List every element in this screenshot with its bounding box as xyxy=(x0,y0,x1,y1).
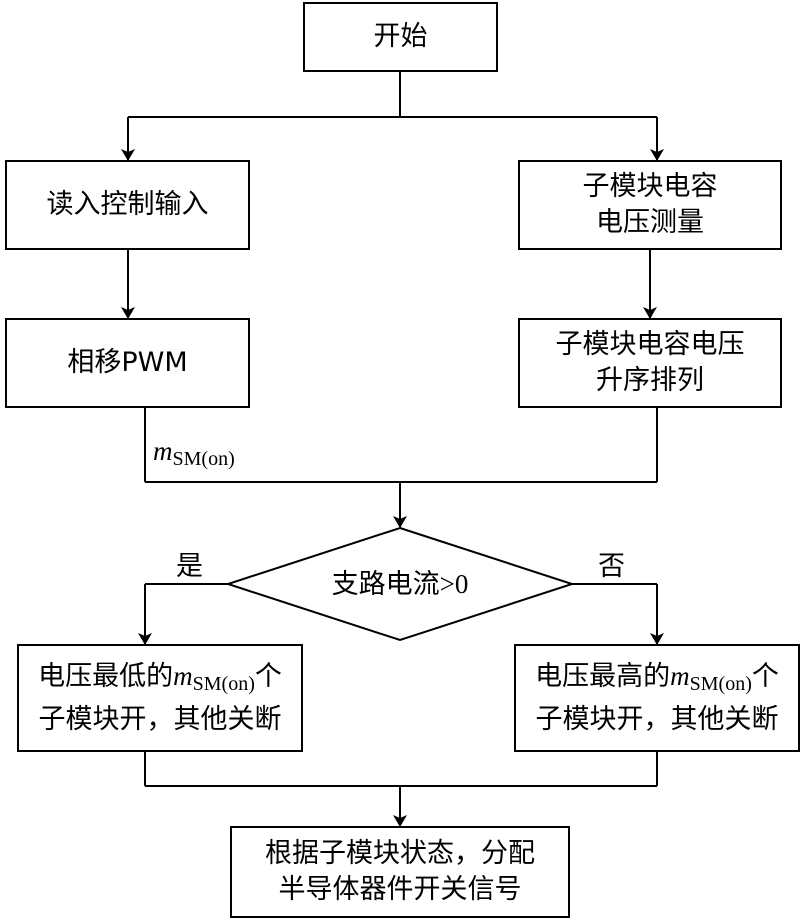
final-label-line1: 根据子模块状态，分配 xyxy=(265,838,535,869)
decision-operator: >0 xyxy=(439,569,469,599)
measure-node: 子模块电容 电压测量 xyxy=(518,160,782,250)
high-variable-subscript: SM(on) xyxy=(689,673,752,695)
lowest-voltage-node: 电压最低的mSM(on)个 子模块开，其他关断 xyxy=(17,644,303,752)
final-label-line2: 半导体器件开关信号 xyxy=(278,874,522,905)
decision-diamond xyxy=(224,526,576,642)
high-variable-symbol: m xyxy=(670,661,690,691)
msm-variable-label: mSM(on) xyxy=(153,436,235,471)
sort-label-line1: 子模块电容电压 xyxy=(555,329,745,360)
low-prefix: 电压最低的 xyxy=(38,661,174,692)
start-label: 开始 xyxy=(373,21,428,52)
decision-label: 支路电流>0 xyxy=(300,569,500,600)
high-prefix: 电压最高的 xyxy=(535,661,671,692)
decision-text: 支路电流 xyxy=(331,569,440,600)
low-variable-subscript: SM(on) xyxy=(192,673,255,695)
read-input-node: 读入控制输入 xyxy=(5,160,250,250)
low-suffix: 个 xyxy=(254,661,282,692)
low-line2: 子模块开，其他关断 xyxy=(38,704,282,735)
measure-label-line2: 电压测量 xyxy=(596,207,704,238)
pwm-node: 相移PWM xyxy=(5,318,250,408)
no-label: 否 xyxy=(598,551,625,582)
final-node: 根据子模块状态，分配 半导体器件开关信号 xyxy=(230,826,570,918)
highest-voltage-node: 电压最高的mSM(on)个 子模块开，其他关断 xyxy=(514,644,800,752)
sort-node: 子模块电容电压 升序排列 xyxy=(518,318,782,408)
variable-subscript: SM(on) xyxy=(172,448,235,470)
start-node: 开始 xyxy=(303,2,498,72)
low-variable-symbol: m xyxy=(173,661,193,691)
high-line2: 子模块开，其他关断 xyxy=(535,704,779,735)
low-line1: 电压最低的mSM(on)个 xyxy=(38,658,282,702)
measure-label-line1: 子模块电容 xyxy=(582,171,718,202)
high-line1: 电压最高的mSM(on)个 xyxy=(535,658,779,702)
sort-label-line2: 升序排列 xyxy=(596,365,704,396)
high-suffix: 个 xyxy=(751,661,779,692)
read-input-label: 读入控制输入 xyxy=(46,189,209,220)
pwm-label: 相移PWM xyxy=(67,347,188,378)
yes-label: 是 xyxy=(176,551,203,582)
variable-symbol: m xyxy=(153,436,173,466)
